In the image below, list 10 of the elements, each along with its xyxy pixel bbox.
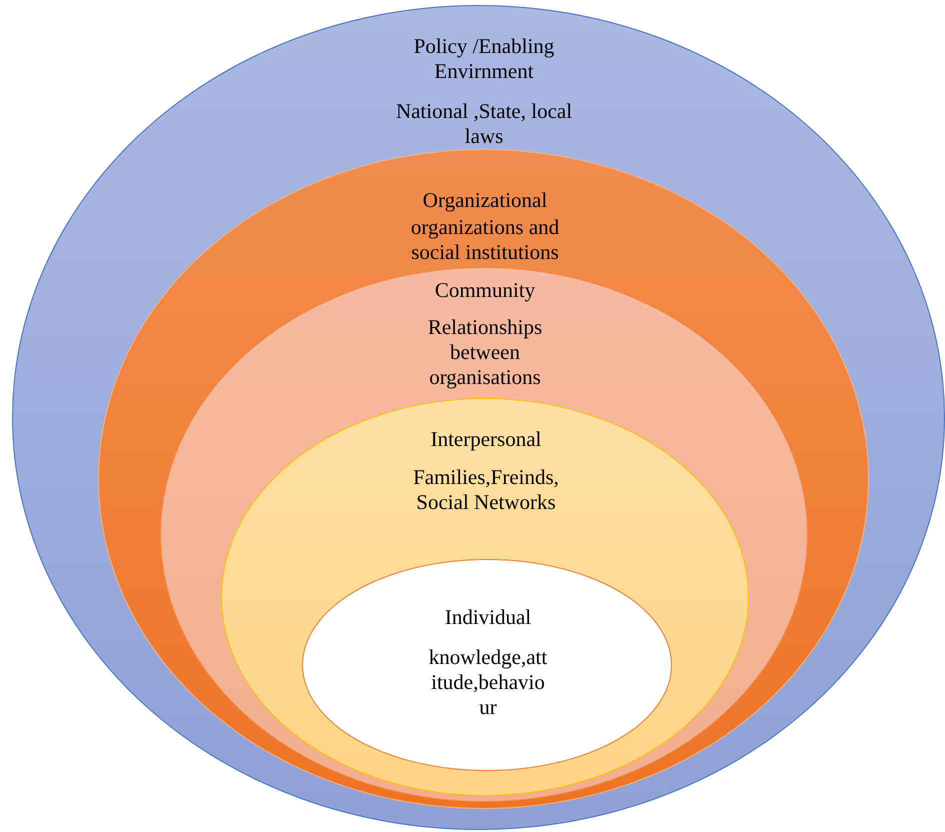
layer-description: knowledge,attitude,behaviour (428, 645, 548, 720)
layer-description: Relationships between organisations (426, 315, 544, 390)
layer-heading: Policy /Enabling Envirnment (412, 34, 556, 84)
layer-heading: Organizational (422, 188, 548, 213)
layer-heading: Interpersonal (430, 427, 542, 452)
layer-description: National ,State, local laws (394, 99, 574, 149)
layer-heading: Community (434, 278, 536, 303)
layer-description: Families,Freinds, Social Networks (412, 465, 560, 515)
layer-description: organizations and social institutions (410, 215, 560, 265)
layer-heading: Individual (444, 605, 532, 630)
